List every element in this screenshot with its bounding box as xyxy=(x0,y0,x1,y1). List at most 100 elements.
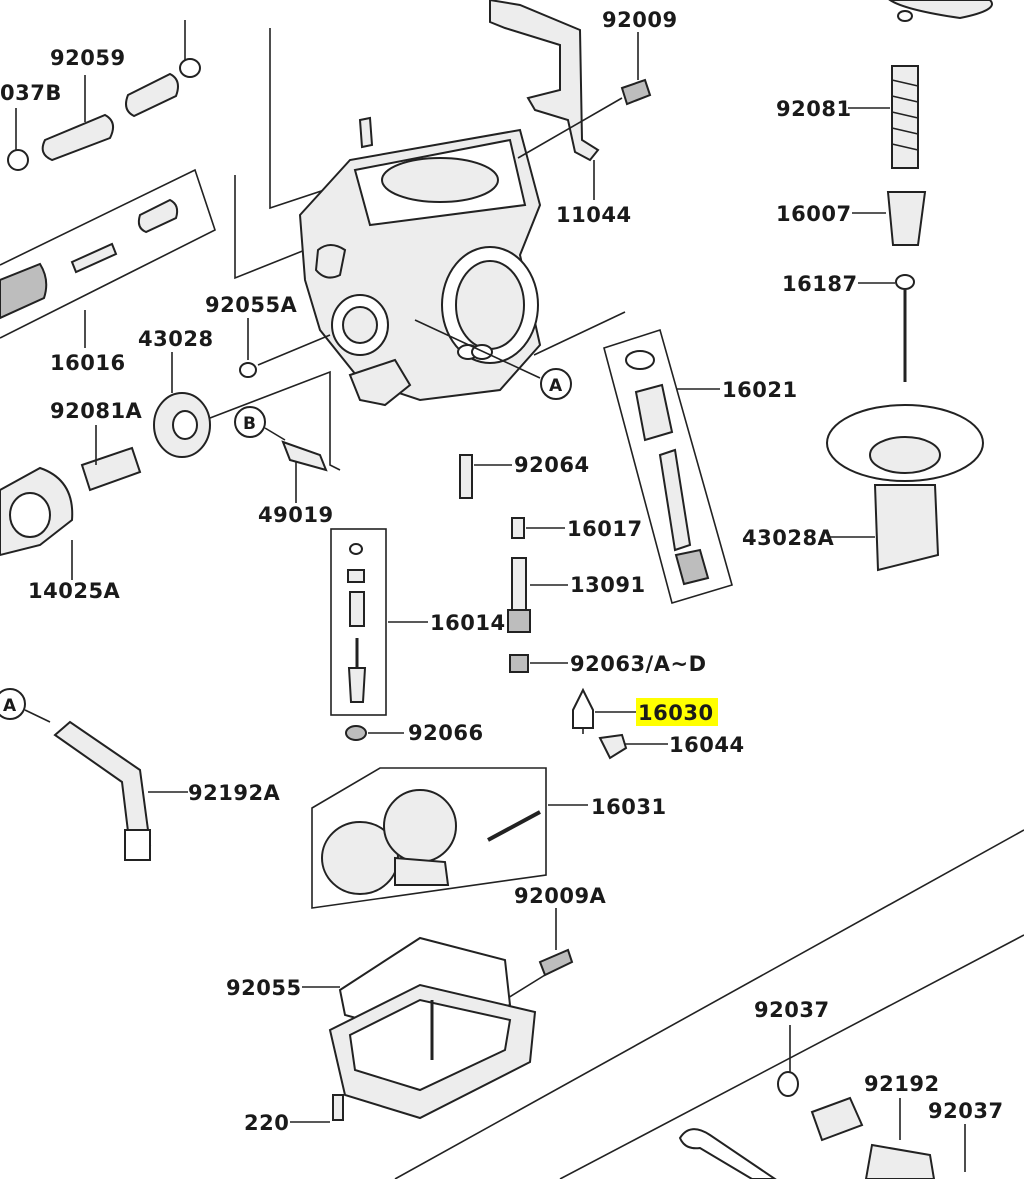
screw-part xyxy=(620,78,652,106)
needle-jet-base xyxy=(507,609,531,633)
slide-part xyxy=(873,484,940,572)
callout-a2: A xyxy=(3,696,17,716)
spring-part xyxy=(70,242,118,274)
assembly-box xyxy=(0,168,216,339)
part-label-16187: 16187 xyxy=(782,272,858,296)
spring-part xyxy=(891,65,919,169)
retainer-part xyxy=(886,191,927,246)
part-label-92192a: 92192A xyxy=(188,781,281,805)
callout-circle-a2 xyxy=(0,688,26,720)
needle-base xyxy=(347,667,367,703)
callout-b: B xyxy=(243,414,256,434)
spring-part xyxy=(349,591,365,627)
diaphragm-center xyxy=(869,436,941,474)
part-label-16030: 16030 xyxy=(638,701,714,725)
part-label-11044: 11044 xyxy=(556,203,632,227)
cover-cap xyxy=(9,492,51,538)
tube-part xyxy=(41,113,115,162)
washer-part xyxy=(347,569,365,583)
part-label-49019: 49019 xyxy=(258,503,334,527)
assembly-box xyxy=(311,767,547,909)
leader-line xyxy=(264,427,286,441)
tube-part xyxy=(864,1143,936,1179)
o-ring-part xyxy=(239,362,257,378)
float-arm xyxy=(394,856,450,886)
e-clip-part xyxy=(349,543,363,555)
screw-part xyxy=(332,1094,344,1121)
plug-part xyxy=(345,725,367,741)
part-label-220: 220 xyxy=(244,1111,289,1135)
float-bowl-inner xyxy=(348,998,512,1092)
leader-line xyxy=(247,318,331,366)
cap-screw xyxy=(897,10,913,22)
leader-line xyxy=(234,175,331,280)
needle-clip xyxy=(895,274,915,290)
leader-line xyxy=(209,370,341,471)
float-pin xyxy=(487,810,541,842)
part-label-92064: 92064 xyxy=(514,453,590,477)
part-label-92037-b: 92037 xyxy=(928,1099,1004,1123)
screw-head xyxy=(674,548,710,586)
part-label-92192: 92192 xyxy=(864,1072,940,1096)
mixture-screw-part xyxy=(658,448,692,552)
part-label-92055: 92055 xyxy=(226,976,302,1000)
part-highlight xyxy=(636,698,718,726)
part-label-16014: 16014 xyxy=(430,611,506,635)
part-label-43028: 43028 xyxy=(138,327,214,351)
hose-part xyxy=(678,1128,777,1179)
part-label-16017: 16017 xyxy=(567,517,643,541)
float-valve-part xyxy=(572,687,594,729)
o-ring-part xyxy=(625,350,655,370)
part-label-16021: 16021 xyxy=(722,378,798,402)
leader-line xyxy=(517,97,623,159)
leader-line xyxy=(24,709,51,723)
part-label-92059: 92059 xyxy=(50,46,126,70)
callout-circle-b xyxy=(234,406,266,438)
frame-line xyxy=(559,934,1024,1179)
leader-line xyxy=(414,319,541,379)
part-label-92009: 92009 xyxy=(602,8,678,32)
part-label-14025a: 14025A xyxy=(28,579,121,603)
spring-coils xyxy=(891,79,919,151)
part-label-037b: 037B xyxy=(0,81,62,105)
plunger-part xyxy=(0,262,48,320)
part-label-92081a: 92081A xyxy=(50,399,143,423)
part-label-16007: 16007 xyxy=(776,202,852,226)
part-label-43028a: 43028A xyxy=(742,526,835,550)
tube-part xyxy=(810,1096,864,1142)
assembly-box xyxy=(330,528,387,716)
callout-a: A xyxy=(549,376,563,396)
clamp-part xyxy=(777,1071,799,1097)
part-label-92081: 92081 xyxy=(776,97,852,121)
assembly-box xyxy=(603,328,733,605)
clamp-part xyxy=(7,149,29,171)
part-label-92063: 92063/A~D xyxy=(570,652,707,676)
leader-line xyxy=(533,311,626,356)
pilot-screw-part xyxy=(137,198,179,234)
hose-end xyxy=(124,829,151,861)
bracket-part xyxy=(489,0,600,162)
callout-circle-a xyxy=(540,368,572,400)
screw-part xyxy=(538,948,574,977)
tube-part xyxy=(125,72,179,118)
diaphragm-center xyxy=(172,410,198,440)
spring-part xyxy=(634,383,674,442)
spring-part xyxy=(80,446,142,492)
clip-part xyxy=(598,733,628,760)
needle-jet-part xyxy=(511,557,527,611)
part-label-92055a: 92055A xyxy=(205,293,298,317)
part-label-16044: 16044 xyxy=(669,733,745,757)
clamp-part xyxy=(179,58,201,78)
part-label-16016: 16016 xyxy=(50,351,126,375)
screw-part xyxy=(459,454,473,499)
jet-part xyxy=(281,440,328,472)
float-part xyxy=(383,789,457,863)
main-jet-part xyxy=(509,654,529,673)
part-label-92009a: 92009A xyxy=(514,884,607,908)
frame-line xyxy=(394,829,1024,1179)
cap-part xyxy=(888,0,993,20)
pilot-jet-part xyxy=(511,517,525,539)
part-label-16031: 16031 xyxy=(591,795,667,819)
leader-line xyxy=(507,974,546,999)
